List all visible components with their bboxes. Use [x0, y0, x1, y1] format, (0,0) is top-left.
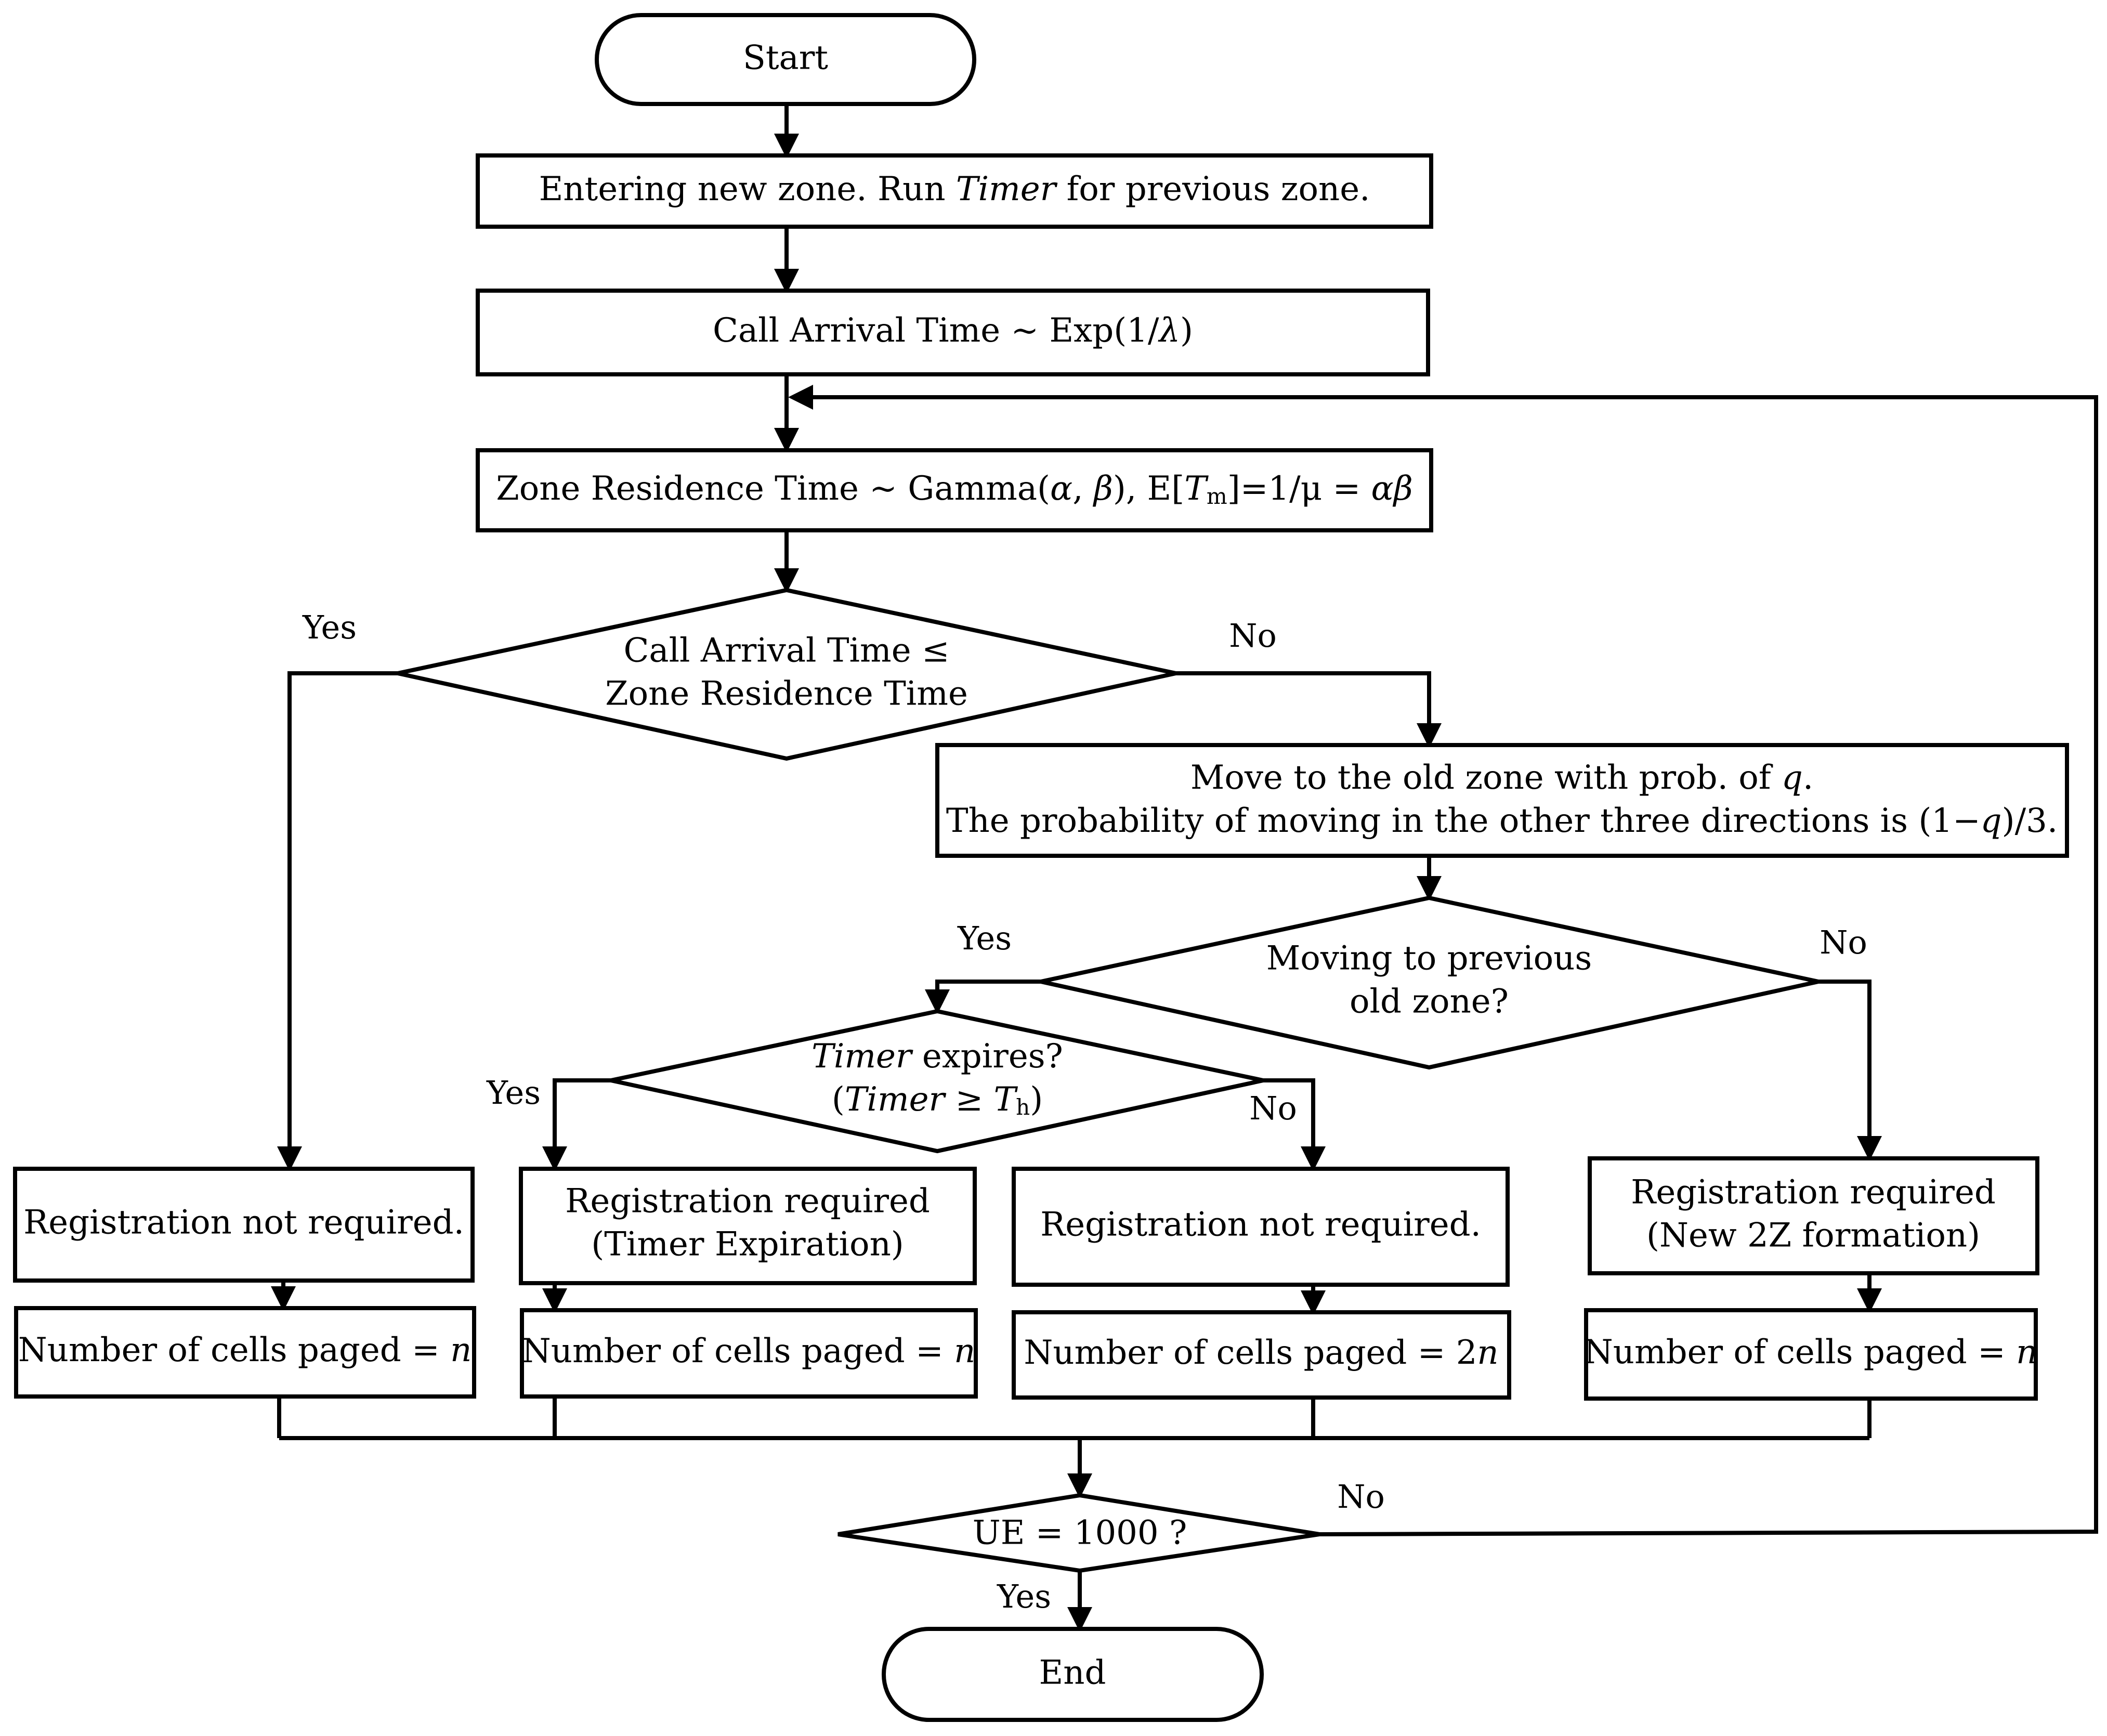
- svg-text:End: End: [1039, 1654, 1106, 1692]
- svg-text:(New 2Z formation): (New 2Z formation): [1646, 1217, 1980, 1255]
- svg-text:old zone?: old zone?: [1350, 983, 1509, 1021]
- process-registration-timer-expiration: Registration required (Timer Expiration): [519, 1167, 977, 1285]
- process-registration-not-required-1: Registration not required.: [13, 1167, 475, 1283]
- process-registration-new-2z-formation: Registration required (New 2Z formation): [1588, 1156, 2039, 1275]
- svg-text:Zone Residence Time ~ Gamma(α,: Zone Residence Time ~ Gamma(α, β), E[Tm]…: [496, 469, 1413, 510]
- process-move-to-old-zone: Move to the old zone with prob. of q. Th…: [935, 743, 2069, 858]
- label-timer-no: No: [1249, 1089, 1297, 1127]
- label-call-no: No: [1229, 617, 1277, 655]
- edge-prev-no: [1818, 980, 1882, 1161]
- svg-text:Start: Start: [743, 39, 828, 77]
- edge-labels: Yes No Yes No Yes No No Yes: [302, 608, 1867, 1615]
- edge-call-no: [1176, 671, 1442, 748]
- svg-text:Call Arrival Time ≤: Call Arrival Time ≤: [623, 632, 949, 670]
- label-call-yes: Yes: [302, 608, 357, 646]
- edges: [271, 106, 2098, 1632]
- process-registration-not-required-2: Registration not required.: [1012, 1167, 1510, 1287]
- edge-timer-no: [1263, 1078, 1326, 1171]
- process-cells-paged-1: Number of cells paged = n: [14, 1306, 476, 1399]
- svg-text:(Timer ≥ Th): (Timer ≥ Th): [832, 1080, 1043, 1120]
- decision-ue-1000: UE = 1000 ?: [837, 1493, 1320, 1573]
- edge-prev-yes: [925, 980, 1041, 1014]
- svg-text:Registration required: Registration required: [565, 1182, 930, 1221]
- end-terminal: End: [882, 1627, 1264, 1722]
- process-cells-paged-3: Number of cells paged = 2n: [1012, 1310, 1511, 1400]
- svg-text:Number of cells paged = n: Number of cells paged = n: [18, 1331, 472, 1369]
- process-zone-residence-time: Zone Residence Time ~ Gamma(α, β), E[Tm]…: [476, 448, 1433, 532]
- edge-timer-yes: [542, 1078, 611, 1171]
- label-prev-no: No: [1820, 923, 1867, 961]
- decision-moving-to-previous-zone: Moving to previous old zone?: [1040, 895, 1819, 1070]
- svg-text:The probability of moving in t: The probability of moving in the other t…: [946, 802, 2058, 840]
- start-terminal: Start: [595, 13, 976, 106]
- process-cells-paged-4: Number of cells paged = n: [1584, 1308, 2038, 1401]
- label-timer-yes: Yes: [486, 1074, 541, 1112]
- svg-text:Timer expires?: Timer expires?: [812, 1037, 1063, 1076]
- edge-ue-no-loop: [788, 385, 2098, 1536]
- svg-text:UE = 1000 ?: UE = 1000 ?: [973, 1514, 1187, 1552]
- svg-text:Zone Residence Time: Zone Residence Time: [605, 675, 968, 713]
- label-ue-no: No: [1337, 1478, 1385, 1516]
- label-ue-yes: Yes: [997, 1577, 1051, 1615]
- svg-text:Registration required: Registration required: [1631, 1173, 1996, 1212]
- svg-text:(Timer Expiration): (Timer Expiration): [591, 1225, 904, 1264]
- svg-text:Number of cells paged = n: Number of cells paged = n: [1584, 1333, 2038, 1372]
- svg-text:Number of cells paged = n: Number of cells paged = n: [522, 1332, 976, 1370]
- decision-timer-expires: Timer expires? (Timer ≥ Th): [610, 1009, 1264, 1154]
- svg-text:Move to the old zone with prob: Move to the old zone with prob. of q.: [1190, 759, 1813, 797]
- process-call-arrival-time: Call Arrival Time ~ Exp(1/λ): [476, 289, 1430, 376]
- svg-text:Moving to previous: Moving to previous: [1266, 939, 1592, 978]
- edge-call-yes: [277, 671, 398, 1171]
- process-cells-paged-2: Number of cells paged = n: [520, 1308, 978, 1399]
- process-entering-new-zone: Entering new zone. Run Timer for previou…: [476, 153, 1433, 229]
- svg-text:Registration not required.: Registration not required.: [1040, 1206, 1481, 1244]
- svg-text:Call Arrival Time ~ Exp(1/λ): Call Arrival Time ~ Exp(1/λ): [713, 311, 1193, 350]
- svg-text:Number of cells paged = 2n: Number of cells paged = 2n: [1024, 1334, 1498, 1372]
- svg-text:Registration not required.: Registration not required.: [23, 1204, 464, 1242]
- decision-call-arrival-vs-residence: Call Arrival Time ≤ Zone Residence Time: [397, 588, 1176, 761]
- svg-text:Entering new zone. Run Timer f: Entering new zone. Run Timer for previou…: [539, 170, 1370, 208]
- label-prev-yes: Yes: [957, 919, 1012, 957]
